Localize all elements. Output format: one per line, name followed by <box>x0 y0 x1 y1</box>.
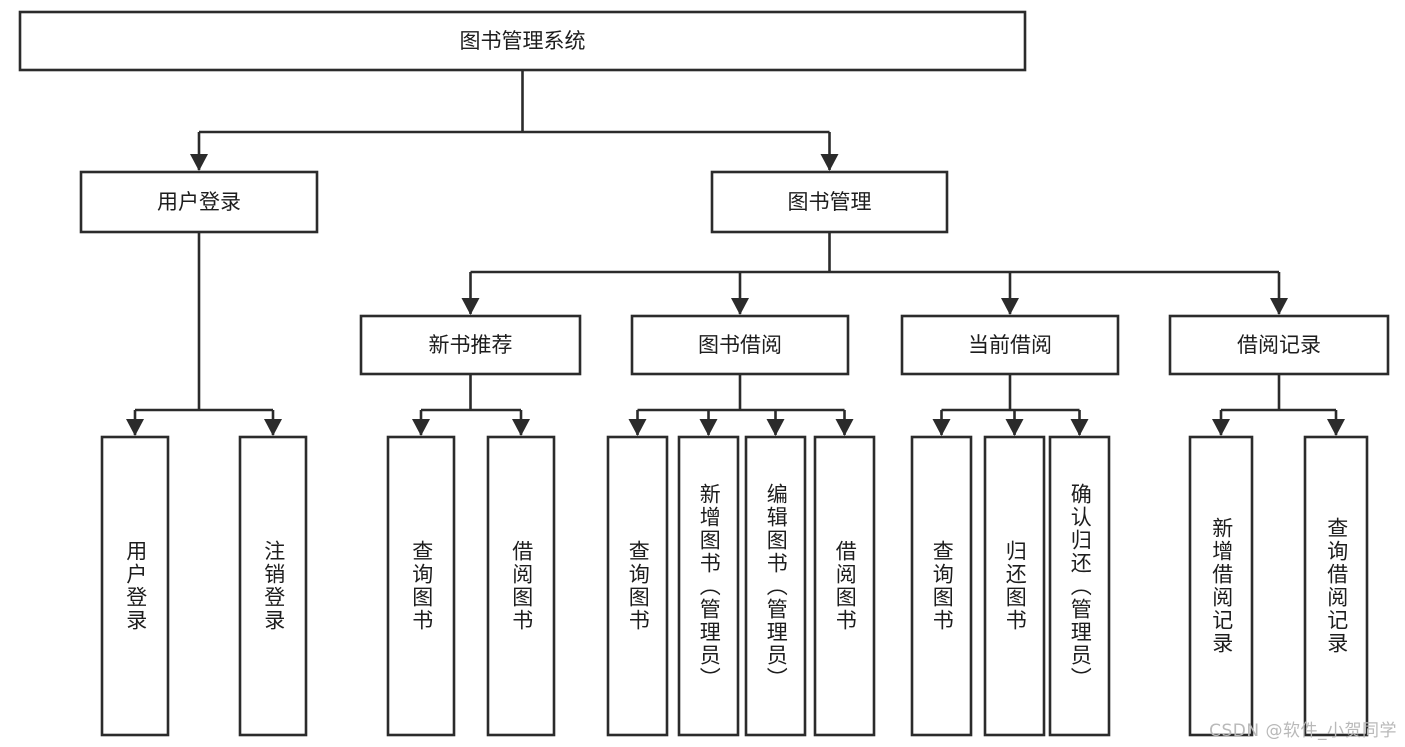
node-level3-label-1: 图书借阅 <box>698 333 782 357</box>
arrow-head-icon <box>766 419 785 436</box>
arrow-head-icon <box>1070 419 1089 436</box>
node-box-layer <box>18 10 1390 737</box>
arrow-head-icon <box>835 419 854 436</box>
leaf-box-0[interactable] <box>100 435 170 737</box>
arrow-head-icon <box>1270 298 1288 315</box>
arrow-head-icon <box>461 298 480 315</box>
arrow-head-icon <box>628 419 647 436</box>
leaf-box-8[interactable] <box>910 435 973 737</box>
arrow-head-icon <box>932 419 951 436</box>
arrow-head-icon <box>820 154 839 171</box>
leaf-box-9[interactable] <box>983 435 1046 737</box>
node-level3-2[interactable] <box>900 314 1120 376</box>
leaf-box-11[interactable] <box>1188 435 1254 737</box>
leaf-box-10[interactable] <box>1048 435 1111 737</box>
node-level2-0[interactable] <box>79 170 319 234</box>
arrow-head-icon <box>731 298 749 315</box>
node-level2-label-1: 图书管理 <box>788 190 872 214</box>
csdn-watermark: CSDN @软件_小贺同学 <box>1209 721 1397 741</box>
leaf-box-5[interactable] <box>677 435 740 737</box>
leaf-box-3[interactable] <box>486 435 556 737</box>
arrow-head-icon <box>412 419 430 436</box>
node-root[interactable] <box>18 10 1027 72</box>
arrow-head-icon <box>1005 419 1024 436</box>
arrow-head-icon <box>512 419 530 436</box>
leaf-box-2[interactable] <box>386 435 456 737</box>
node-level3-label-2: 当前借阅 <box>968 333 1052 357</box>
arrow-head-icon <box>1327 419 1345 436</box>
arrow-head-icon <box>1001 298 1019 315</box>
node-level3-3[interactable] <box>1168 314 1390 376</box>
node-level3-label-3: 借阅记录 <box>1237 333 1321 357</box>
arrow-head-icon <box>1212 419 1230 436</box>
leaf-box-12[interactable] <box>1303 435 1369 737</box>
arrow-head-icon <box>699 419 718 436</box>
arrow-head-icon <box>190 154 208 171</box>
leaf-box-6[interactable] <box>744 435 807 737</box>
node-level3-label-0: 新书推荐 <box>429 333 513 357</box>
connector-layer <box>126 70 1345 436</box>
leaf-box-7[interactable] <box>813 435 876 737</box>
node-level3-1[interactable] <box>630 314 850 376</box>
leaf-box-4[interactable] <box>606 435 669 737</box>
leaf-box-1[interactable] <box>238 435 308 737</box>
arrow-head-icon <box>126 419 144 436</box>
node-level3-0[interactable] <box>359 314 582 376</box>
arrow-head-icon <box>264 419 282 436</box>
node-root-label: 图书管理系统 <box>460 29 586 53</box>
node-level2-1[interactable] <box>710 170 949 234</box>
node-level2-label-0: 用户登录 <box>157 190 241 214</box>
